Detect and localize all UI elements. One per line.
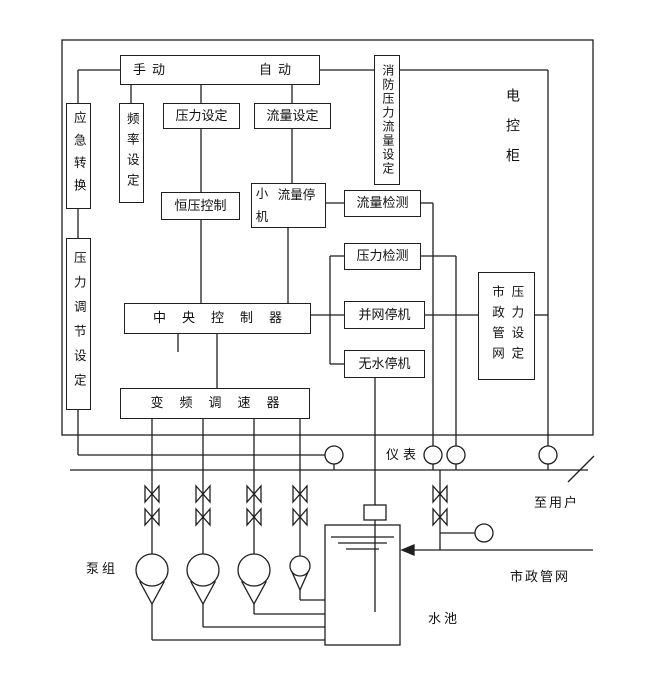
valves <box>144 484 448 527</box>
small-flow-stop-char2: 机 <box>255 209 269 224</box>
valve-icon <box>195 507 211 527</box>
box-vfd: 变频调速器 <box>120 388 310 419</box>
gauge-icon <box>324 445 344 465</box>
valve-icon <box>432 507 448 527</box>
pump-group-label: 泵组 <box>86 561 119 576</box>
valve-icon <box>144 507 160 527</box>
valve-icon <box>246 484 262 504</box>
instrument-gauges <box>324 445 558 543</box>
suction-lines <box>151 590 325 641</box>
valve-icon <box>292 507 308 527</box>
box-flow-detection: 流量检测 <box>344 190 421 217</box>
manual-label: 手动 <box>133 61 172 77</box>
level-sensor <box>363 504 387 521</box>
municipal-network-label: 市政管网 <box>510 569 571 584</box>
gauge-icon <box>538 445 558 465</box>
pump-group <box>135 553 311 606</box>
box-no-water-stop: 无水停机 <box>344 350 425 378</box>
main-pipe <box>70 455 595 483</box>
box-grid-stop: 并网停机 <box>344 301 425 329</box>
cabinet-border <box>61 39 594 436</box>
small-pump-icon <box>289 555 311 577</box>
valve-icon <box>432 484 448 504</box>
pump-icon <box>237 553 271 587</box>
valve-icon <box>144 484 160 504</box>
gauge-icon <box>446 445 466 465</box>
valve-icon <box>292 484 308 504</box>
box-small-flow-stop: 小 机 流量停 <box>251 183 326 228</box>
water-tank <box>324 504 401 646</box>
municipal-inflow <box>400 470 593 556</box>
gauge-icon <box>474 523 494 543</box>
water-tank-label: 水池 <box>428 611 461 626</box>
small-flow-stop-text: 流量停 <box>277 188 316 202</box>
small-flow-stop-char1: 小 <box>255 187 269 201</box>
pipe-break-mark <box>567 455 595 483</box>
pump-supply-lines <box>151 419 301 556</box>
box-emergency-switch: 应急转换 <box>66 103 91 209</box>
valve-icon <box>246 507 262 527</box>
connection-lines <box>77 69 549 505</box>
municipal-setting-col-right: 压力设定 <box>509 285 524 367</box>
box-municipal-pressure-setting: 市政管网 压力设定 <box>478 272 535 380</box>
pump-icon <box>135 553 169 587</box>
to-users-label: 至用户 <box>534 495 580 510</box>
box-manual-auto: 手动 自动 <box>120 55 320 85</box>
instruments-label: 仪表 <box>386 447 421 462</box>
inflow-arrow-icon <box>400 544 415 556</box>
box-constant-pressure-control: 恒压控制 <box>161 192 240 220</box>
box-pressure-setting: 压力设定 <box>163 103 240 129</box>
cabinet-label: 电控柜 <box>505 88 521 178</box>
valve-icon <box>195 484 211 504</box>
pump-icon <box>186 553 220 587</box>
box-fire-flow-setting: 消防压力流量设定 <box>374 55 400 185</box>
auto-label: 自动 <box>258 61 297 77</box>
box-pressure-adjust-setting: 压力调节设定 <box>66 238 91 410</box>
municipal-setting-col-left: 市政管网 <box>490 285 504 367</box>
box-flow-setting: 流量设定 <box>254 103 331 129</box>
box-pressure-detection: 压力检测 <box>344 243 421 270</box>
gauge-icon <box>423 445 443 465</box>
box-central-controller: 中央控制器 <box>124 303 311 334</box>
box-frequency-setting: 频率设定 <box>119 103 144 203</box>
